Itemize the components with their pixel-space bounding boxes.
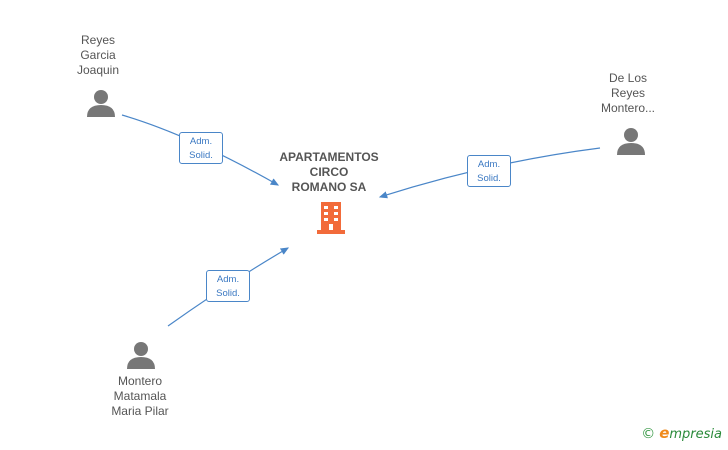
building-icon[interactable] <box>314 200 348 236</box>
brand-name: mpresia <box>669 427 722 442</box>
relation-type: Solid. <box>477 173 501 184</box>
empresia-logo[interactable]: ©empresia <box>641 424 722 442</box>
person-label-de-los-reyes-montero[interactable]: De Los Reyes Montero... <box>600 71 656 115</box>
person-icon[interactable] <box>616 126 646 156</box>
person-label-reyes-garcia-joaquin[interactable]: Reyes Garcia Joaquin <box>76 33 120 77</box>
relation-role: Adm. <box>477 159 501 170</box>
copyright-symbol: © <box>641 426 656 442</box>
relation-badge[interactable]: Adm. Solid. <box>179 132 223 164</box>
relation-type: Solid. <box>189 150 213 161</box>
relation-role: Adm. <box>216 274 240 285</box>
person-label-montero-matamala-maria-pilar[interactable]: Montero Matamala Maria Pilar <box>111 374 169 418</box>
relation-badge[interactable]: Adm. Solid. <box>206 270 250 302</box>
relation-type: Solid. <box>216 288 240 299</box>
brand-initial: e <box>659 424 670 442</box>
company-label[interactable]: APARTAMENTOS CIRCO ROMANO SA <box>279 150 379 194</box>
person-icon[interactable] <box>126 340 156 370</box>
relation-badge[interactable]: Adm. Solid. <box>467 155 511 187</box>
person-icon[interactable] <box>86 88 116 118</box>
relation-role: Adm. <box>189 136 213 147</box>
